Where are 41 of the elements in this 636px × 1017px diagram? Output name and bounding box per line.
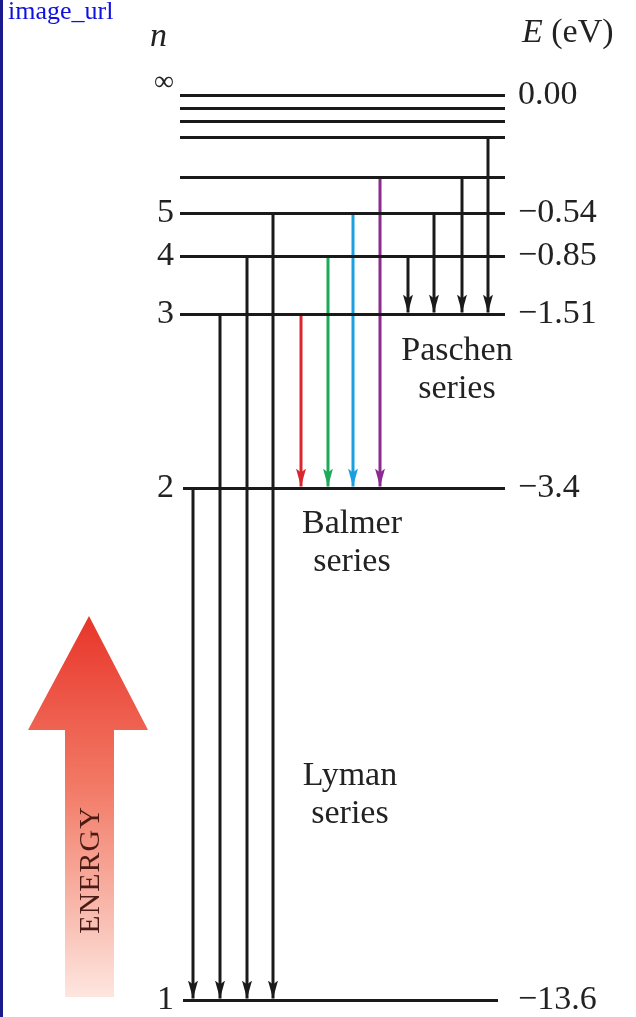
energy-level-line	[180, 254, 505, 258]
energy-value-label: 0.00	[518, 76, 578, 110]
quantum-number-label: 4	[157, 237, 174, 271]
energy-level-line	[180, 312, 505, 316]
quantum-number-label: 1	[157, 981, 174, 1015]
transition-arrow	[215, 315, 225, 999]
series-label: Lyman series	[301, 755, 399, 832]
energy-level-line	[180, 93, 505, 97]
energy-value-label: −0.85	[518, 237, 597, 271]
quantum-number-label: 3	[157, 295, 174, 329]
axis-label: n	[150, 18, 167, 52]
transition-arrow	[296, 315, 306, 487]
energy-level-line	[180, 211, 505, 215]
transition-arrow	[268, 214, 278, 999]
quantum-number-label: 5	[157, 194, 174, 228]
axis-label: ENERGY	[74, 806, 104, 934]
transition-arrow	[242, 257, 252, 999]
transition-arrow	[403, 257, 413, 313]
axis-label: E (eV)	[522, 14, 614, 48]
energy-level-line	[183, 998, 498, 1002]
energy-level-line	[180, 119, 505, 123]
energy-value-label: −3.4	[518, 469, 580, 503]
caption-text: image_url	[8, 0, 114, 24]
transition-arrow	[483, 138, 493, 313]
energy-value-label: −1.51	[518, 295, 597, 329]
energy-level-line	[180, 175, 505, 179]
transition-arrow	[188, 489, 198, 999]
quantum-number-label: ∞	[154, 67, 174, 95]
transition-arrow	[457, 178, 467, 313]
series-label: Balmer series	[300, 503, 404, 580]
series-label: Paschen series	[400, 330, 514, 407]
energy-value-label: −0.54	[518, 194, 597, 228]
transition-arrow	[323, 257, 333, 487]
transition-arrow	[348, 214, 358, 487]
energy-level-line	[180, 135, 505, 139]
transition-arrow	[429, 214, 439, 313]
energy-value-label: −13.6	[518, 981, 597, 1015]
transition-arrow	[375, 178, 385, 487]
energy-level-line	[183, 486, 505, 490]
energy-level-line	[180, 106, 505, 110]
quantum-number-label: 2	[157, 469, 174, 503]
